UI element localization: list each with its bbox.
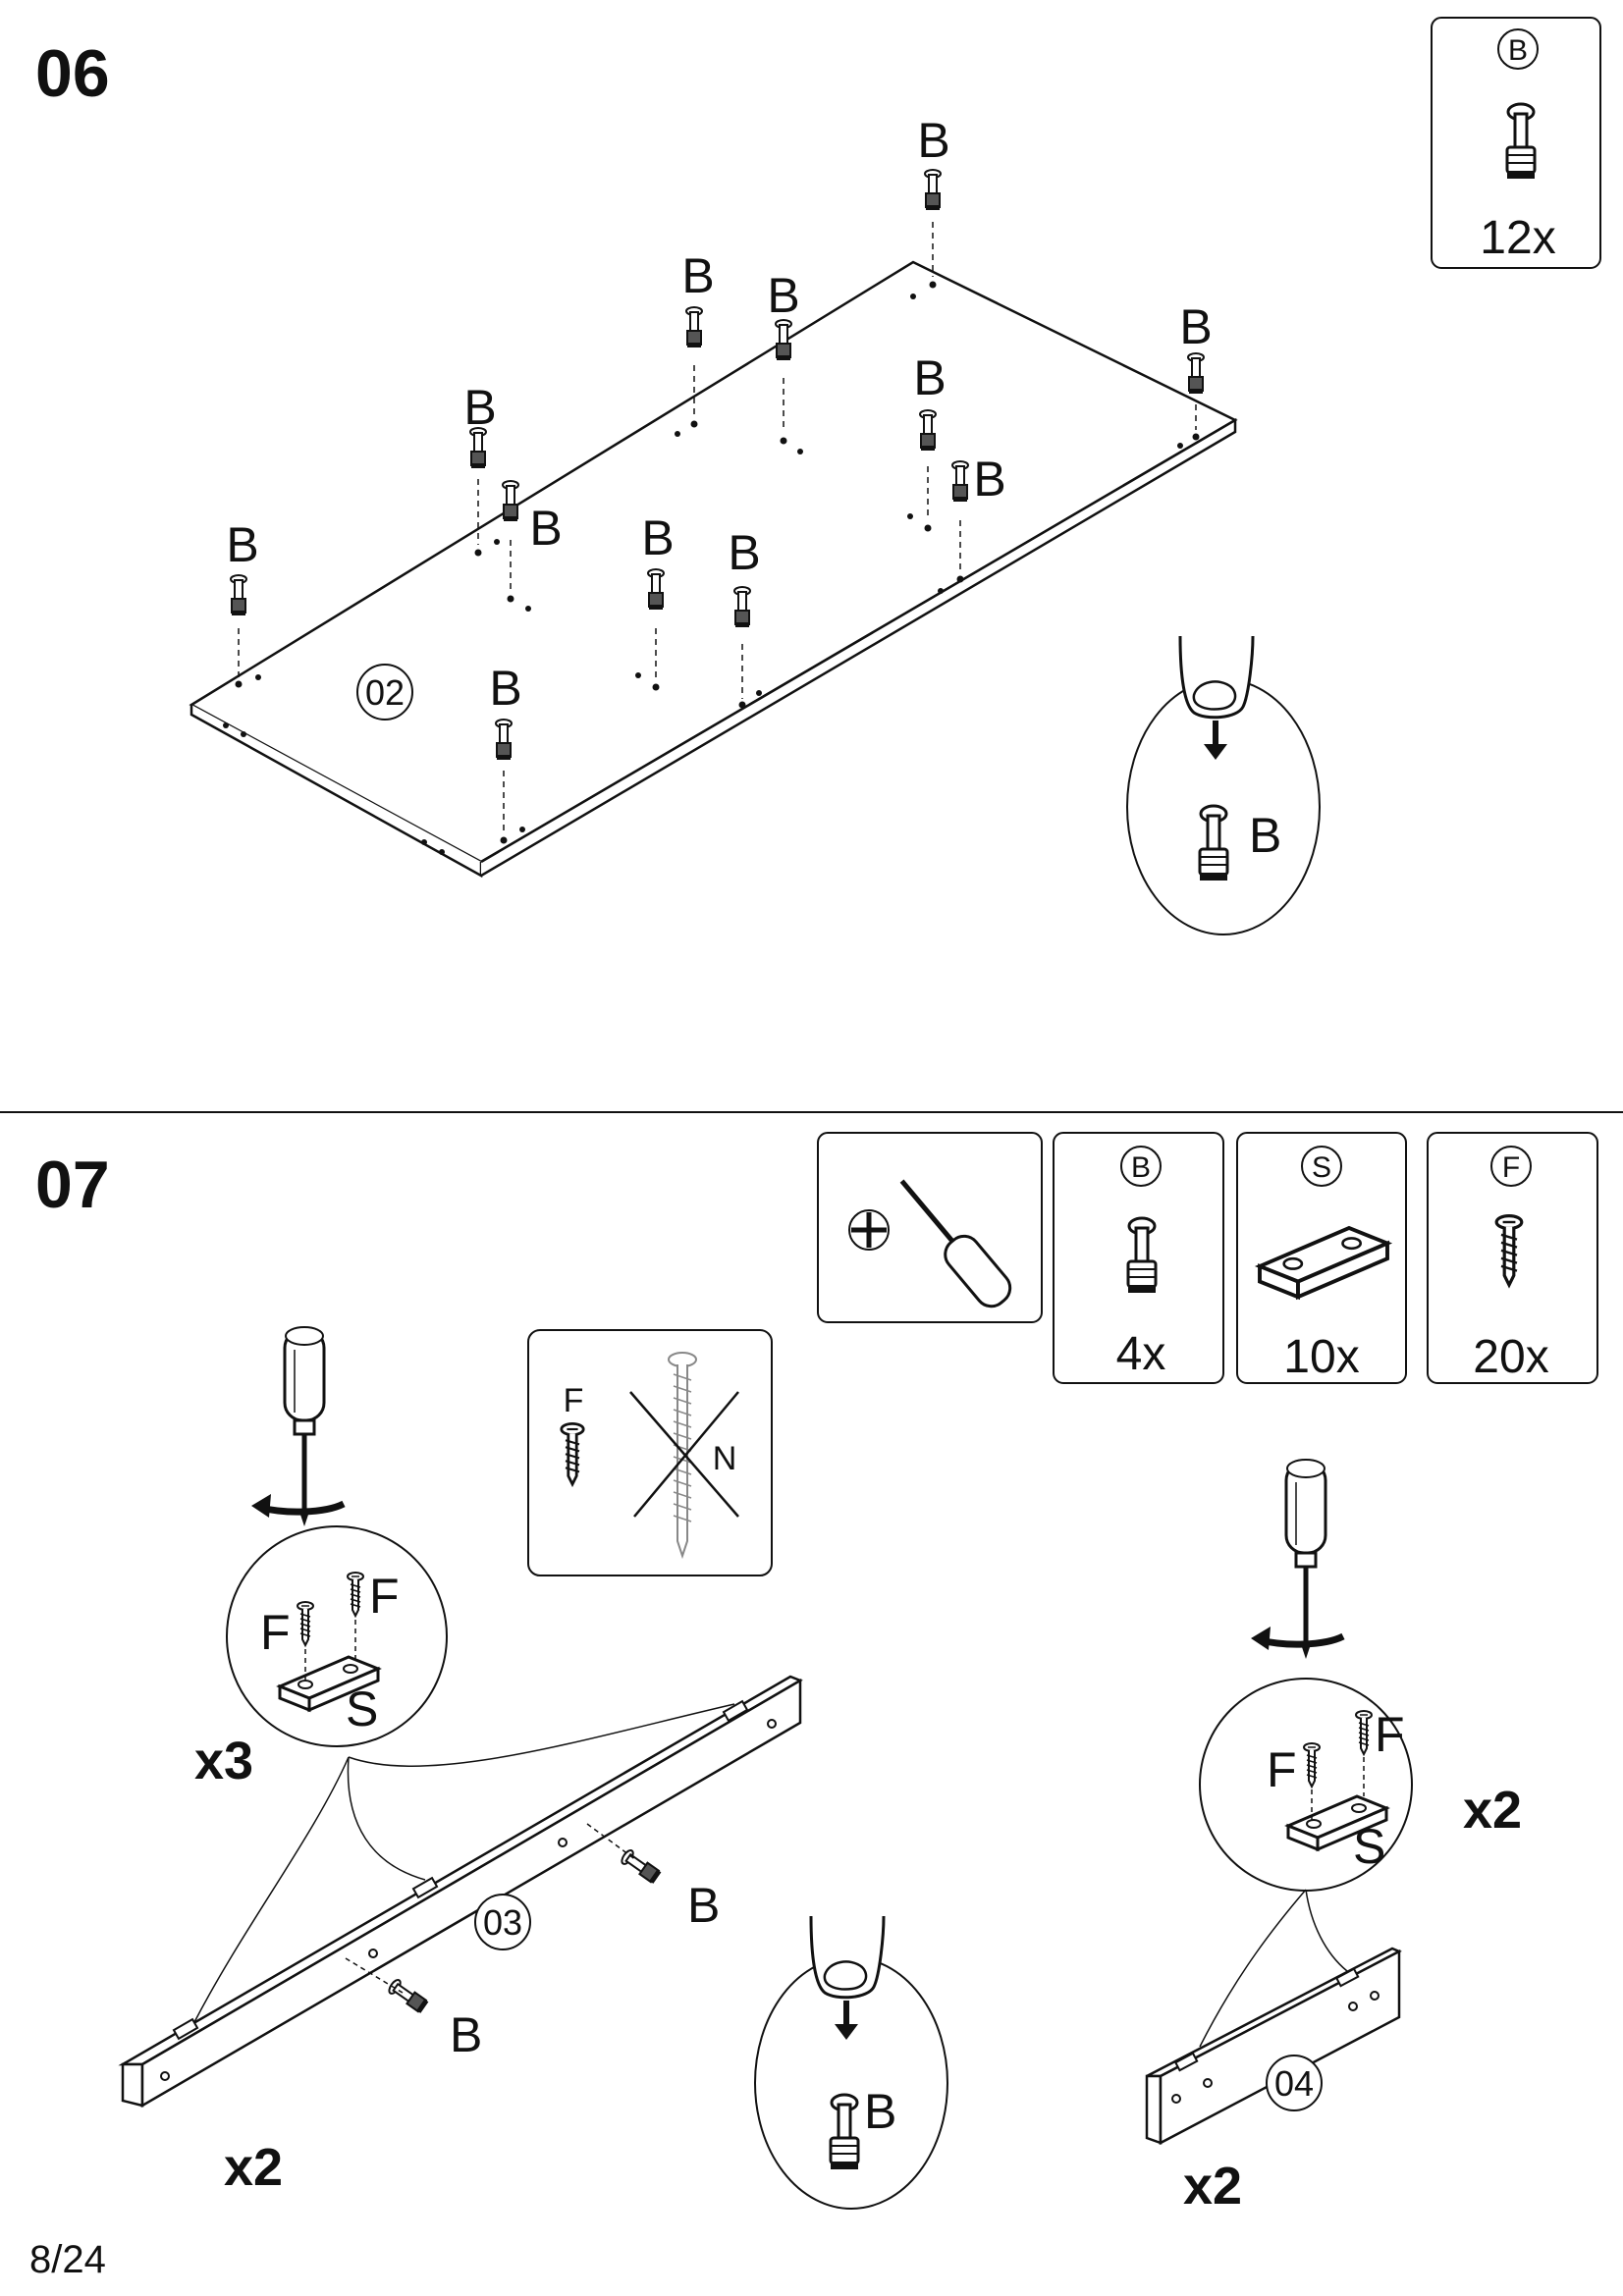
svg-text:10x: 10x xyxy=(1283,1331,1359,1383)
screw-choice-box: F N xyxy=(527,1329,773,1576)
pin-b: B xyxy=(502,480,563,612)
svg-text:B: B xyxy=(489,661,521,716)
svg-text:B: B xyxy=(913,350,946,405)
rotate-arrow-icon xyxy=(251,1494,344,1518)
left-assembly-zoom: F F S xyxy=(226,1327,448,1747)
rail-04 xyxy=(1145,1889,1402,2146)
step-07-number: 07 xyxy=(35,1148,110,1222)
rail-multiplier: x2 xyxy=(1183,2157,1242,2216)
parts-box-qty: 12x xyxy=(1480,212,1555,264)
rail-label-03: 03 xyxy=(483,1902,522,1943)
pin-b: B xyxy=(1177,299,1213,449)
step-06-number: 06 xyxy=(35,36,110,111)
svg-text:S: S xyxy=(1312,1151,1331,1184)
svg-text:B: B xyxy=(973,452,1005,507)
svg-text:B: B xyxy=(1131,1151,1151,1184)
svg-text:B: B xyxy=(681,248,714,303)
svg-text:F: F xyxy=(260,1605,291,1660)
step-07: 07 B 4x S xyxy=(35,1132,1598,2216)
svg-text:B: B xyxy=(463,380,496,435)
rotate-arrow-icon xyxy=(1251,1627,1343,1650)
pin-b xyxy=(386,1977,430,2015)
pin-b: B xyxy=(463,380,500,557)
zoom-multiplier: x2 xyxy=(1463,1781,1522,1840)
press-detail: B xyxy=(754,1916,948,2210)
pin-b: B xyxy=(728,525,762,709)
rail-03 xyxy=(118,1675,803,2109)
parts-box-s: S 10x xyxy=(1236,1132,1407,1384)
pin-b: B xyxy=(489,661,525,844)
rail-label-04: 04 xyxy=(1274,2063,1314,2104)
screw-no-label: N xyxy=(713,1440,737,1477)
svg-text:S: S xyxy=(346,1682,378,1736)
pin-b: B xyxy=(938,452,1006,594)
svg-text:F: F xyxy=(1267,1742,1297,1797)
svg-text:F: F xyxy=(1375,1707,1405,1762)
screwdriver-icon xyxy=(285,1327,324,1526)
svg-text:S: S xyxy=(1353,1819,1385,1874)
parts-box-b: B 12x xyxy=(1431,17,1601,269)
svg-text:F: F xyxy=(1502,1151,1520,1184)
svg-text:20x: 20x xyxy=(1473,1331,1548,1383)
pin-b: B xyxy=(675,248,715,437)
svg-text:B: B xyxy=(767,268,799,323)
panel-label-02: 02 xyxy=(365,672,405,713)
pin-b: B xyxy=(226,517,261,688)
pin-b: B xyxy=(907,350,947,532)
svg-text:B: B xyxy=(1249,808,1281,863)
svg-text:B: B xyxy=(1179,299,1212,354)
phillips-head-icon xyxy=(848,1209,890,1251)
screw-ok-label: F xyxy=(564,1382,584,1419)
svg-text:B: B xyxy=(728,525,760,580)
step-06: 06 B 12x 02 B B xyxy=(35,17,1601,935)
page-number: 8/24 xyxy=(29,2238,106,2281)
svg-text:B: B xyxy=(641,510,674,565)
pin-b: B xyxy=(635,510,675,691)
right-assembly-zoom: F F S xyxy=(1199,1460,1413,1892)
rail-multiplier: x2 xyxy=(224,2138,283,2197)
parts-box-b: B 4x xyxy=(1053,1132,1224,1384)
pin-b: B xyxy=(767,268,803,454)
svg-text:4x: 4x xyxy=(1116,1328,1166,1380)
svg-text:B: B xyxy=(529,501,562,556)
pin-b: B xyxy=(910,113,950,299)
press-detail: B xyxy=(1126,636,1321,935)
svg-text:B: B xyxy=(687,1878,720,1933)
panel-02 xyxy=(189,260,1238,879)
screwdriver-icon xyxy=(899,1179,1012,1308)
zoom-multiplier: x3 xyxy=(194,1732,253,1790)
wrong-screw-icon xyxy=(629,1352,739,1560)
svg-text:B: B xyxy=(917,113,949,168)
parts-box-letter: B xyxy=(1508,34,1528,67)
parts-box-f: F 20x xyxy=(1427,1132,1598,1384)
svg-text:B: B xyxy=(864,2084,896,2139)
svg-text:B: B xyxy=(450,2007,482,2062)
tool-box-screwdriver xyxy=(817,1132,1043,1323)
pin-b xyxy=(619,1847,663,1886)
svg-text:F: F xyxy=(369,1569,400,1624)
screwdriver-icon xyxy=(1286,1460,1325,1659)
svg-text:B: B xyxy=(226,517,258,572)
